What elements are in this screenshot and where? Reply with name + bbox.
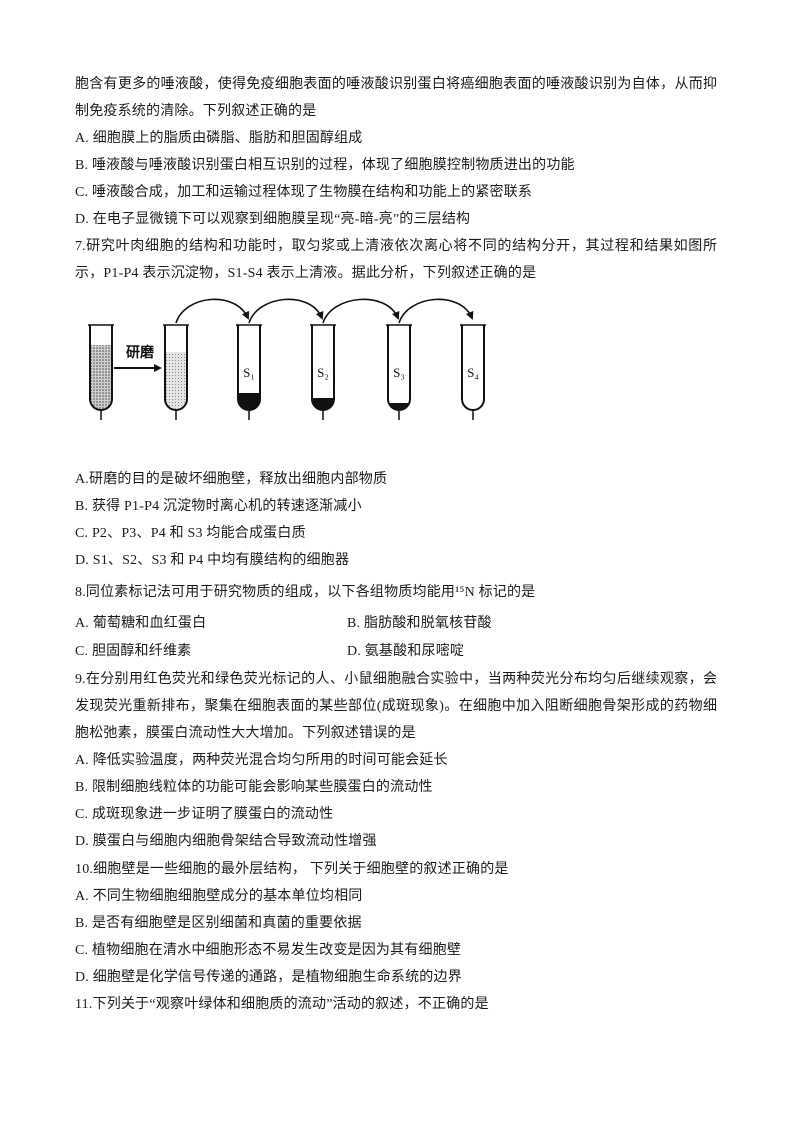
q10-option-c: C. 植物细胞在清水中细胞形态不易发生改变是因为其有细胞壁 — [75, 943, 462, 958]
test-tube-s4: S₄ — [460, 324, 486, 420]
q9-option-c: C. 成斑现象进一步证明了膜蛋白的流动性 — [75, 807, 334, 822]
q7-option-c: C. P2、P3、P4 和 S3 均能合成蛋白质 — [75, 526, 306, 541]
q6-option-a: A. 细胞膜上的脂质由磷脂、脂肪和胆固醇组成 — [75, 131, 363, 146]
test-tube-leaf — [88, 324, 114, 420]
tube-outline — [461, 325, 485, 411]
q9-option-a: A. 降低实验温度，两种荧光混合均匀所用的时间可能会延长 — [75, 753, 448, 768]
transfer-arrow — [322, 298, 400, 324]
q8-option-a: A. 葡萄糖和血红蛋白 — [75, 616, 207, 631]
q7-option-d: D. S1、S2、S3 和 P4 中均有膜结构的细胞器 — [75, 553, 350, 568]
q6-option-d: D. 在电子显微镜下可以观察到细胞膜呈现“亮-暗-亮”的三层结构 — [75, 212, 471, 227]
tube-outline — [311, 325, 335, 411]
transfer-arrow — [398, 298, 474, 324]
q7-option-a: A.研磨的目的是破坏细胞壁，释放出细胞内部物质 — [75, 472, 388, 487]
q6-option-b: B. 唾液酸与唾液酸识别蛋白相互识别的过程，体现了细胞膜控制物质进出的功能 — [75, 158, 575, 173]
centrifugation-figure: 研磨 S₁ S₂ — [88, 298, 486, 420]
pellet — [312, 398, 334, 410]
tube-outline — [164, 325, 188, 411]
q6-option-c: C. 唾液酸合成，加工和运输过程体现了生物膜在结构和功能上的紧密联系 — [75, 185, 533, 200]
grinding-label: 研磨 — [126, 344, 155, 361]
pellet — [238, 393, 260, 410]
test-tube-s3: S₃ — [386, 324, 412, 420]
supernatant-label: S₄ — [467, 365, 479, 380]
q8-option-b: B. 脂肪酸和脱氧核苷酸 — [347, 616, 492, 631]
q10-option-d: D. 细胞壁是化学信号传递的通路，是植物细胞生命系统的边界 — [75, 970, 462, 985]
q9-option-b: B. 限制细胞线粒体的功能可能会影响某些膜蛋白的流动性 — [75, 780, 433, 795]
supernatant-label: S₂ — [317, 365, 329, 380]
q6-stem-line: 制免疫系统的清除。下列叙述正确的是 — [75, 104, 317, 119]
tube-outline — [89, 325, 113, 411]
q10-option-a: A. 不同生物细胞细胞壁成分的基本单位均相同 — [75, 889, 363, 904]
q8-option-c: C. 胆固醇和纤维素 — [75, 644, 192, 659]
test-tube-s2: S₂ — [310, 324, 336, 420]
tube-outline — [237, 325, 261, 411]
q9-stem-line: 发现荧光重新排布，聚集在细胞表面的某些部位(成斑现象)。在细胞中加入阻断细胞骨架… — [75, 699, 717, 714]
tube-contents — [90, 345, 112, 410]
q8-option-d: D. 氨基酸和尿嘧啶 — [347, 644, 465, 659]
q7-option-b: B. 获得 P1-P4 沉淀物时离心机的转速逐渐减小 — [75, 499, 362, 514]
supernatant-label: S₃ — [393, 365, 405, 380]
transfer-arrow — [175, 298, 250, 324]
q10-stem: 10.细胞壁是一些细胞的最外层结构， 下列关于细胞壁的叙述正确的是 — [75, 862, 509, 877]
test-tube-s1: S₁ — [236, 324, 262, 420]
q7-stem-line: 7.研究叶肉细胞的结构和功能时，取匀浆或上清液依次离心将不同的结构分开，其过程和… — [75, 239, 717, 254]
q9-stem-line: 9.在分别用红色荧光和绿色荧光标记的人、小鼠细胞融合实验中，当两种荧光分布均匀后… — [75, 672, 717, 687]
q10-option-b: B. 是否有细胞壁是区别细菌和真菌的重要依据 — [75, 916, 362, 931]
q6-stem-line: 胞含有更多的唾液酸，使得免疫细胞表面的唾液酸识别蛋白将癌细胞表面的唾液酸识别为自… — [75, 77, 717, 92]
pellet — [388, 403, 410, 410]
tube-outline — [387, 325, 411, 411]
q7-stem-line: 示，P1-P4 表示沉淀物，S1-S4 表示上清液。据此分析，下列叙述正确的是 — [75, 266, 537, 281]
q11-stem: 11.下列关于“观察叶绿体和细胞质的流动”活动的叙述，不正确的是 — [75, 997, 489, 1012]
q9-stem-line: 胞松弛素，膜蛋白流动性大大增加。下列叙述错误的是 — [75, 726, 416, 741]
q9-option-d: D. 膜蛋白与细胞内细胞骨架结合导致流动性增强 — [75, 834, 377, 849]
supernatant-label: S₁ — [243, 365, 255, 380]
test-tube-homogenate — [163, 324, 189, 420]
transfer-arrow — [248, 298, 324, 324]
q8-stem: 8.同位素标记法可用于研究物质的组成，以下各组物质均能用¹⁵N 标记的是 — [75, 585, 536, 600]
tube-contents — [165, 352, 187, 410]
